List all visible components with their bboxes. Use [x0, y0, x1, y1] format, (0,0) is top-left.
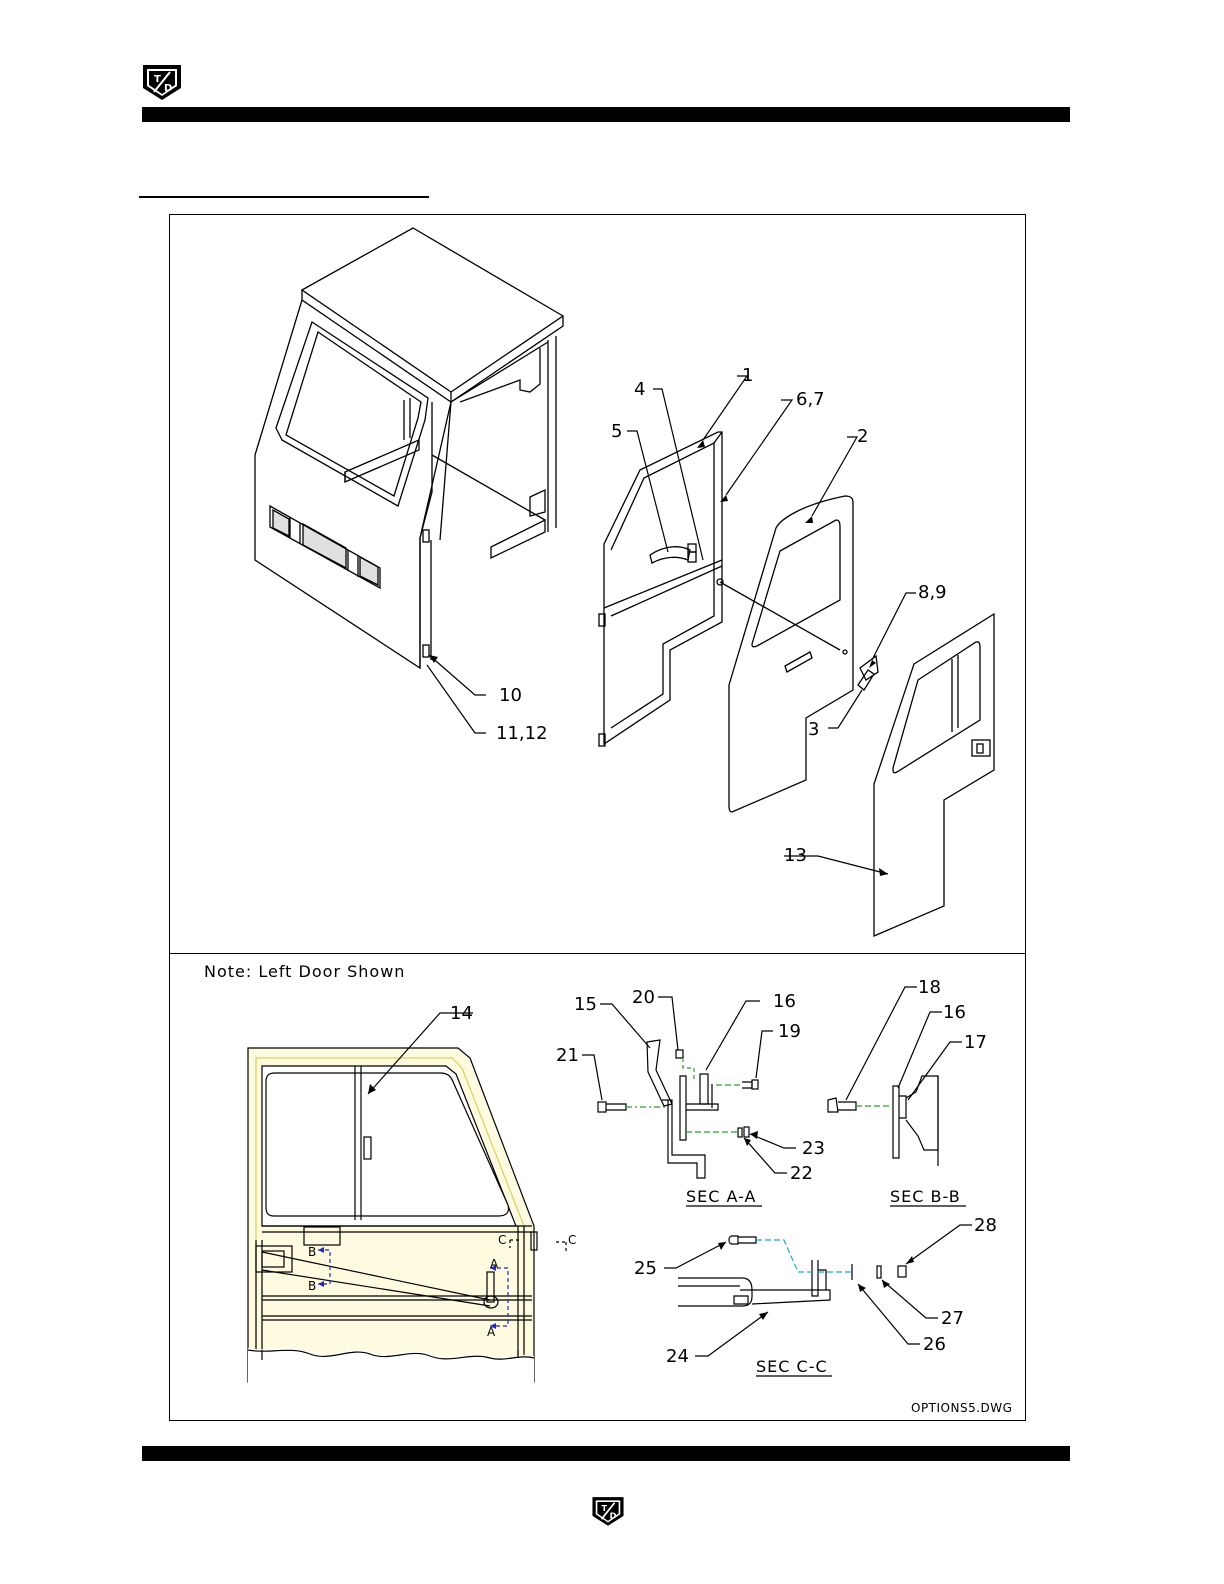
- callout-16-bb: 16: [943, 1002, 966, 1023]
- svg-text:D: D: [610, 1510, 617, 1520]
- cab-roof: [302, 228, 563, 392]
- callout-24: 24: [666, 1346, 689, 1367]
- callout-3: 3: [808, 719, 819, 740]
- header-rule: [142, 107, 1070, 122]
- sec-b-b-title: SEC B-B: [890, 1187, 961, 1206]
- callout-20: 20: [632, 987, 655, 1008]
- td-logo-icon: T D: [590, 1494, 626, 1528]
- td-logo-icon: T D: [140, 62, 184, 102]
- door-panel-window: [752, 520, 840, 647]
- callout-16-aa: 16: [773, 991, 796, 1012]
- callout-10: 10: [499, 685, 522, 706]
- drawing-file-name: OPTIONS5.DWG: [911, 1401, 1012, 1415]
- callout-27: 27: [941, 1308, 964, 1329]
- door-frame: [604, 432, 722, 744]
- svg-text:D: D: [164, 83, 172, 94]
- callout-21: 21: [556, 1045, 579, 1066]
- callout-17: 17: [964, 1032, 987, 1053]
- callout-11-12: 11,12: [496, 723, 548, 744]
- door-panel: [729, 496, 853, 812]
- callout-8-9: 8,9: [918, 582, 947, 603]
- callout-18: 18: [918, 977, 941, 998]
- section-mark-b-top: B: [308, 1245, 316, 1259]
- callout-15: 15: [574, 994, 597, 1015]
- sec-a-a-title: SEC A-A: [686, 1187, 756, 1206]
- callout-22: 22: [790, 1163, 813, 1184]
- cab-roof-front: [302, 290, 451, 402]
- callout-6-7: 6,7: [796, 389, 825, 410]
- note-text: Note: Left Door Shown: [204, 962, 405, 981]
- cab-exploded-view: 1 2 3 4 5 6,7 8,9 10 11,12 13: [169, 214, 1026, 953]
- callout-5: 5: [611, 421, 622, 442]
- callout-25: 25: [634, 1258, 657, 1279]
- door-detail-view: Note: Left Door Shown B: [169, 954, 1026, 1421]
- section-mark-c-left: C: [498, 1233, 506, 1247]
- section-mark-b-bottom: B: [308, 1279, 316, 1293]
- section-mark-c-right: C: [568, 1233, 576, 1247]
- callout-14: 14: [450, 1003, 473, 1024]
- sec-c-c-title: SEC C-C: [756, 1357, 828, 1376]
- section-mark-a-top: A: [490, 1257, 499, 1271]
- callout-19: 19: [778, 1021, 801, 1042]
- callout-1: 1: [742, 365, 753, 386]
- callout-4: 4: [634, 379, 645, 400]
- callout-28: 28: [974, 1215, 997, 1236]
- callout-23: 23: [802, 1138, 825, 1159]
- footer-rule: [142, 1446, 1070, 1461]
- callout-2: 2: [857, 426, 868, 447]
- callout-26: 26: [923, 1334, 946, 1355]
- section-mark-a-bottom: A: [487, 1325, 496, 1339]
- latch-rod: [647, 1040, 672, 1106]
- door-skin: [874, 614, 994, 936]
- section-title-underline: [139, 196, 429, 198]
- callout-13: 13: [784, 845, 807, 866]
